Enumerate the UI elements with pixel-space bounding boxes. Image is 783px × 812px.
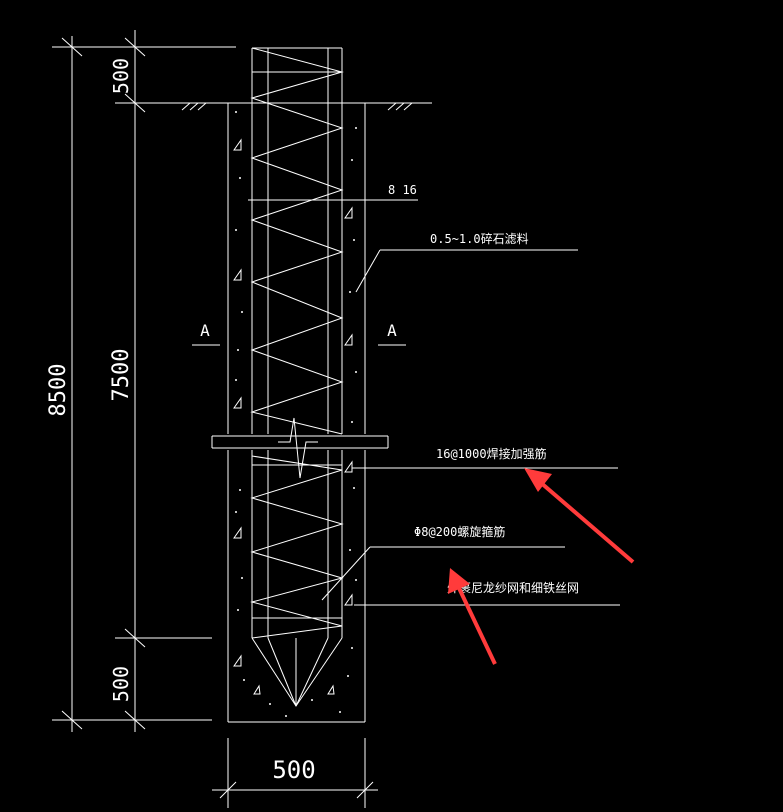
callout-spiral-rebar: Φ8@200螺旋箍筋 xyxy=(414,524,505,539)
dim-total-height: 8500 xyxy=(46,364,71,417)
annotation-arrow-lower xyxy=(448,568,497,665)
ground-line xyxy=(115,102,432,111)
annotation-arrow-upper xyxy=(524,468,635,564)
break-line xyxy=(211,417,389,479)
dim-width: 500 xyxy=(272,756,315,784)
dim-shaft-length: 7500 xyxy=(109,349,134,402)
dim-top-extension: 500 xyxy=(109,58,133,94)
gravel-filter-marks xyxy=(233,111,357,717)
section-mark-left: A xyxy=(200,321,210,340)
section-mark-right: A xyxy=(387,321,397,340)
dimension-lines xyxy=(52,30,236,732)
callout-leaders xyxy=(248,199,620,606)
callout-filter-material: 0.5~1.0碎石滤料 xyxy=(430,231,529,246)
callout-stiffener-ring: 16@1000焊接加强筋 xyxy=(436,446,547,461)
dim-tip-length: 500 xyxy=(109,666,133,702)
rebar-cage xyxy=(250,47,344,707)
borehole-outline xyxy=(227,103,366,723)
width-dimension xyxy=(212,738,378,808)
callout-main-rebar: 8 16 xyxy=(388,183,417,197)
callout-outer-mesh: 外裹尼龙纱网和细铁丝网 xyxy=(447,580,579,595)
